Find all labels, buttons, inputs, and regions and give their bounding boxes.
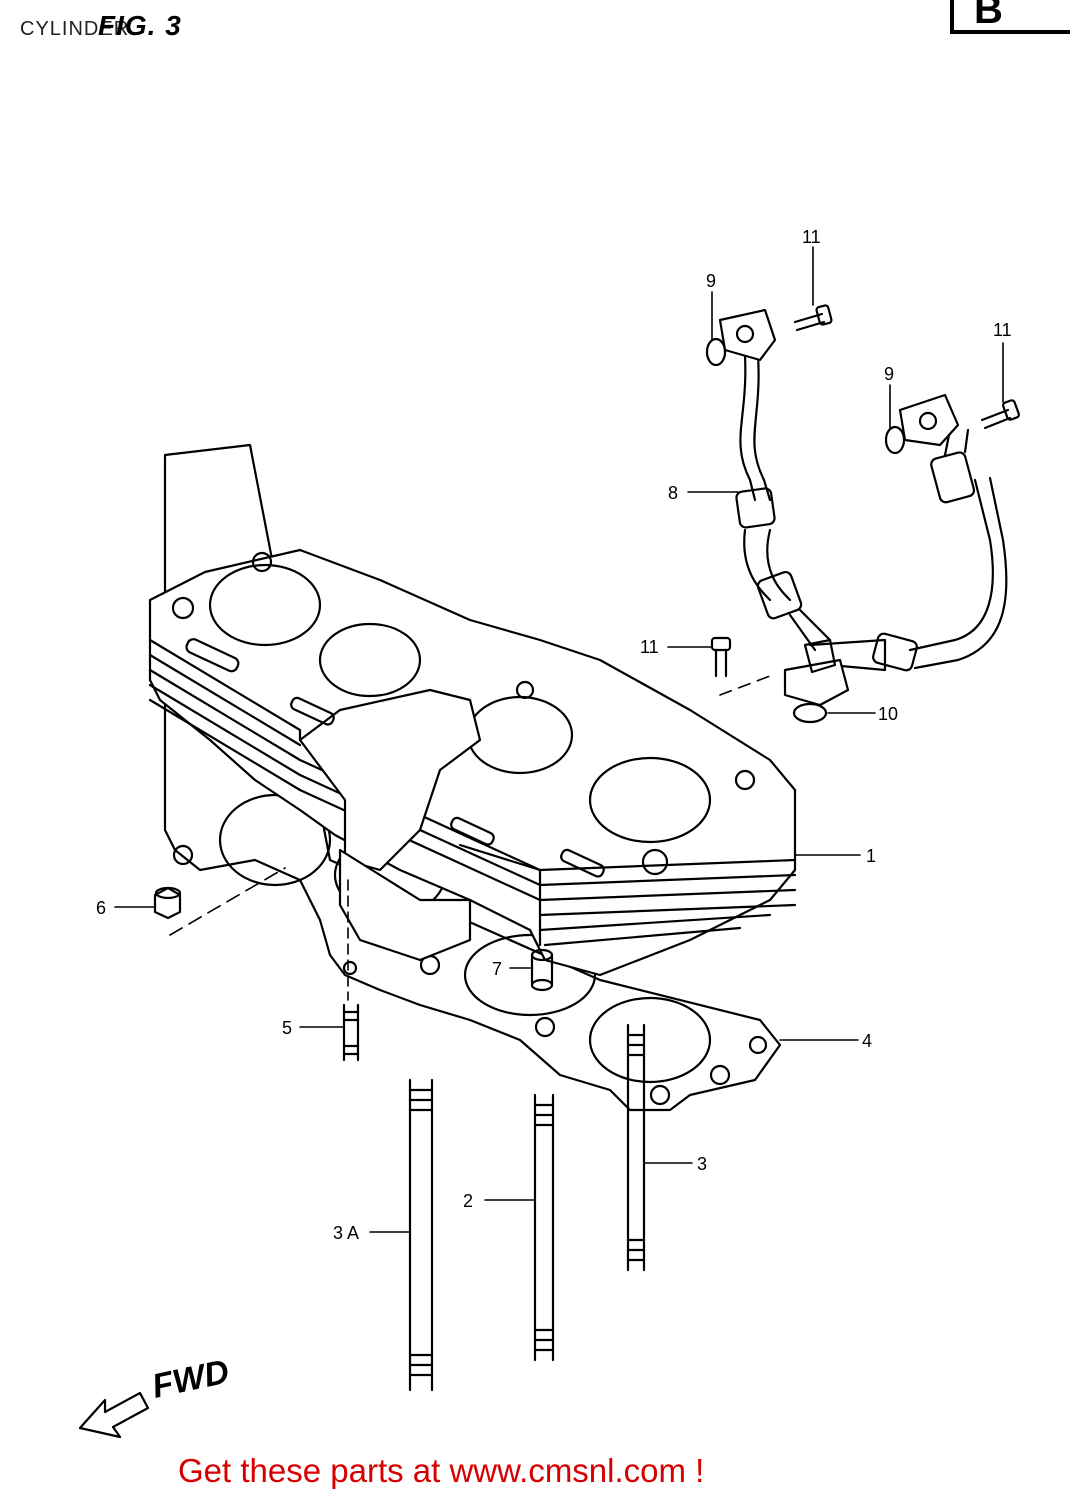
oil-pipe-assembly <box>718 308 1008 707</box>
cylinder-nut <box>153 886 182 920</box>
short-stud <box>342 1003 360 1062</box>
callout-11-upper: 11 <box>802 227 821 247</box>
callout-4: 4 <box>862 1031 872 1051</box>
callout-3a: 3 A <box>333 1223 359 1243</box>
section-code-box: B <box>950 0 1070 34</box>
union-bolt-right <box>980 399 1020 430</box>
dowel-pin <box>530 948 554 992</box>
callout-7: 7 <box>492 959 502 979</box>
o-ring-lower <box>792 702 828 724</box>
section-code: B <box>974 0 1003 32</box>
section-title: CYLINDER <box>20 18 130 40</box>
callout-11-right: 11 <box>993 320 1012 340</box>
leader-lines <box>114 246 1004 1233</box>
callout-6: 6 <box>96 898 106 918</box>
cylinder-block <box>148 548 797 977</box>
callout-1: 1 <box>866 846 876 866</box>
callout-5: 5 <box>282 1018 292 1038</box>
o-ring-upper-left <box>705 337 727 367</box>
callout-3: 3 <box>697 1154 707 1174</box>
stud-2 <box>533 1093 555 1362</box>
callout-8: 8 <box>668 483 678 503</box>
footer-link-text[interactable]: Get these parts at www.cmsnl.com ! <box>178 1452 705 1489</box>
figure-label: FIG. 3 <box>98 10 182 41</box>
union-bolt-upper <box>793 304 833 332</box>
callout-11-lower: 11 <box>640 637 659 657</box>
callout-10: 10 <box>878 704 898 724</box>
o-ring-upper-right <box>884 425 906 455</box>
forward-direction-arrow <box>78 1391 150 1439</box>
stud-3a <box>408 1078 434 1392</box>
union-bolt-lower <box>710 636 732 678</box>
callout-labels: 1 2 3 3 A 4 5 6 7 8 9 9 10 11 11 11 <box>96 227 1012 1243</box>
fwd-label: FWD <box>149 1353 233 1406</box>
callout-9-right: 9 <box>884 364 894 384</box>
callout-9-left: 9 <box>706 271 716 291</box>
stud-3 <box>626 1023 646 1272</box>
callout-2: 2 <box>463 1191 473 1211</box>
